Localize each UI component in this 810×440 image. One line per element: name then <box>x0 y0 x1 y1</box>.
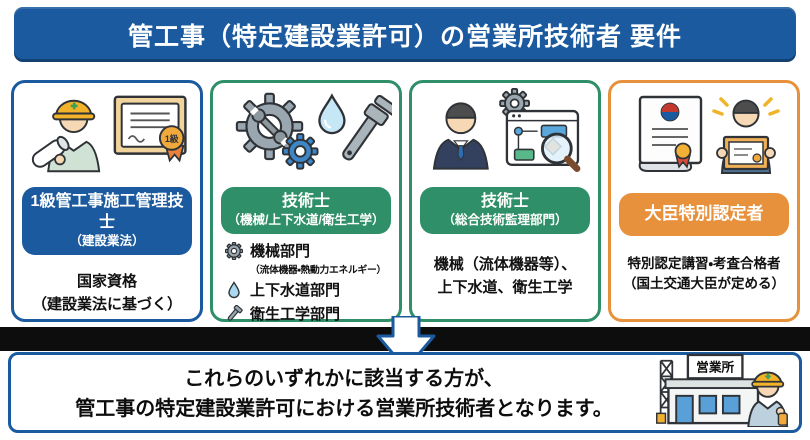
department-item-water: 上下水道部門 <box>225 279 395 300</box>
card1-body: 国家資格 （建設業法に基づく） <box>14 271 200 316</box>
consultant-analysis-icon <box>432 88 581 172</box>
card2-icon-area <box>213 87 399 185</box>
card3-body: 機械（流体機器等）、 上下水道、衛生工学 <box>412 254 598 299</box>
conclusion-line1: これらのいずれかに該当する方が、 <box>184 368 504 390</box>
card-kanko-sekou-kanri-gishi: 1級 1級管工事施工管理技士 （建設業法） 国家資格 （建設業法に基づく） <box>11 80 203 322</box>
card-gijutsushi-sogo-kanri: 技術士 （総合技術監理部門） 機械（流体機器等）、 上下水道、衛生工学 <box>409 80 601 322</box>
card1-icon-area: 1級 <box>14 87 200 185</box>
conclusion-line2: 管工事の特定建設業許可における営業所技術者となります。 <box>75 398 613 420</box>
card4-label-line1: 大臣特別認定者 <box>644 204 764 223</box>
department-item-machine: 機械部門 <box>225 240 395 261</box>
card-daijin-tokubetsu-nintei: 大臣特別認定者 特別認定講習・考査合格者 （国土交通大臣が定める） <box>608 80 800 322</box>
card3-body-line2: 上下水道、衛生工学 <box>437 278 573 296</box>
card3-label-line1: 技術士 <box>480 193 529 210</box>
card1-label-line1: 1級管工事施工管理技士 <box>30 193 184 231</box>
gears-waterdrop-pipewrench-icon <box>235 92 392 170</box>
water-drop-icon <box>228 281 240 299</box>
card1-label-line2: （建設業法） <box>69 233 145 248</box>
card2-label-line1: 技術士 <box>281 193 330 210</box>
card-gijutsushi-bumon: 技術士 （機械/上下水道/衛生工学） <box>210 80 402 324</box>
conclusion-text: これらのいずれかに該当する方が、 管工事の特定建設業許可における営業所技術者とな… <box>39 364 649 424</box>
card1-label-pill: 1級管工事施工管理技士 （建設業法） <box>22 187 192 256</box>
department-name: 上下水道部門 <box>250 282 341 300</box>
card1-body-line2: （建設業法に基づく） <box>31 295 182 313</box>
conclusion-box: これらのいずれかに該当する方が、 管工事の特定建設業許可における営業所技術者とな… <box>8 352 802 433</box>
office-sign-text: 営業所 <box>696 360 734 375</box>
gear-icon <box>225 241 243 260</box>
card3-body-line1: 機械（流体機器等）、 <box>433 256 577 274</box>
title-banner: 管工事（特定建設業許可）の営業所技術者 要件 <box>14 7 796 62</box>
card2-label-pill: 技術士 （機械/上下水道/衛生工学） <box>221 187 391 235</box>
card2-label-line2: （機械/上下水道/衛生工学） <box>227 212 385 227</box>
department-list: 機械部門 （流体機器・熱動力エネルギー） 上下水道部門 衛生工学部門 <box>225 240 395 324</box>
card4-label-pill: 大臣特別認定者 <box>619 193 789 237</box>
worker-with-certificate-icon: 1級 <box>31 95 187 173</box>
card3-label-line2: （総合技術監理部門） <box>442 212 568 227</box>
department-item-sanitary: 衛生工学部門 <box>225 303 395 324</box>
card3-icon-area <box>412 87 598 185</box>
department-name: 機械部門 <box>250 243 311 261</box>
card4-body: 特別認定講習・考査合格者 （国土交通大臣が定める） <box>611 254 797 295</box>
grade-badge: 1級 <box>165 133 179 144</box>
card4-body-line2: （国土交通大臣が定める） <box>623 276 785 292</box>
office-building-worker-icon: 営業所 <box>656 353 789 427</box>
pipe-wrench-icon <box>227 304 243 321</box>
card3-label-pill: 技術士 （総合技術監理部門） <box>420 187 590 235</box>
card1-body-line1: 国家資格 <box>76 273 137 291</box>
card4-icon-area <box>611 87 797 191</box>
department-name: 衛生工学部門 <box>250 306 341 324</box>
card4-body-line1: 特別認定講習・考査合格者 <box>627 256 781 272</box>
department-note: （流体機器・熱動力エネルギー） <box>250 265 386 277</box>
certificate-scroll-holder-icon <box>638 95 780 174</box>
page-title: 管工事（特定建設業許可）の営業所技術者 要件 <box>128 22 682 51</box>
